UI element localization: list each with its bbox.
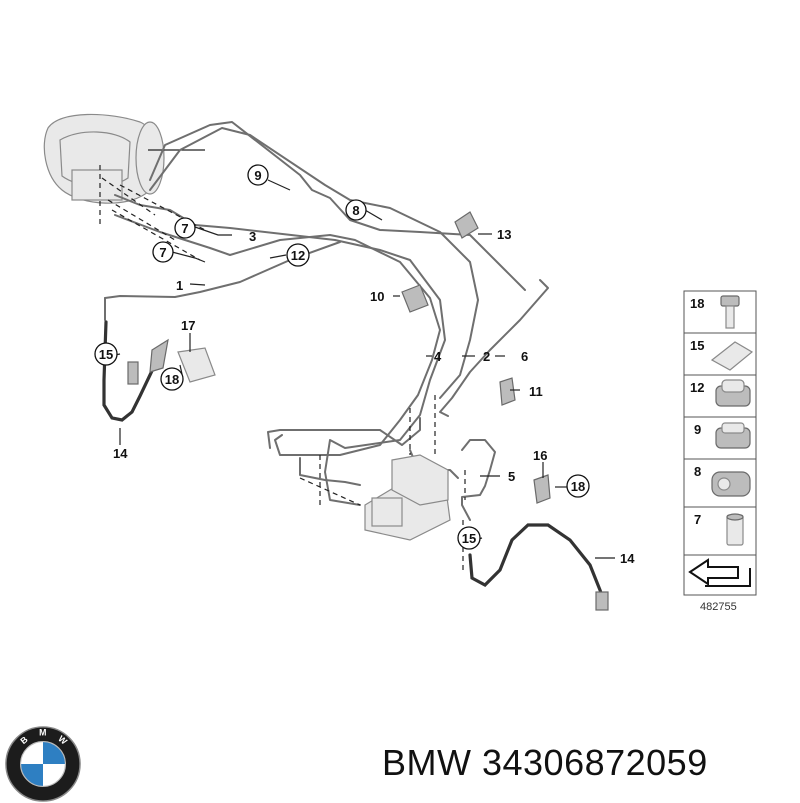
callout-4: 4	[434, 349, 442, 364]
callout-10: 10	[370, 289, 384, 304]
brake-booster	[43, 113, 205, 204]
legend-clip-9-icon	[715, 422, 751, 449]
legend-clip-8-icon	[711, 471, 751, 497]
parts-legend: 18 15 12 9 8 7	[683, 290, 757, 613]
callout-18b: 18	[566, 474, 590, 498]
brake-hose-right	[468, 523, 609, 611]
svg-text:12: 12	[291, 248, 305, 263]
svg-text:B: B	[18, 734, 29, 746]
legend-arrow-icon	[688, 558, 751, 587]
legend-label-15: 15	[690, 338, 704, 353]
callout-14a: 14	[113, 446, 128, 461]
callout-7b: 7	[152, 241, 174, 263]
legend-label-12: 12	[690, 380, 704, 395]
callout-2: 2	[483, 349, 490, 364]
callout-5: 5	[508, 469, 515, 484]
callout-12: 12	[286, 243, 310, 267]
callout-1: 1	[176, 278, 183, 293]
callout-11: 11	[529, 384, 543, 399]
part-number-caption: BMW 34306872059	[382, 742, 708, 783]
svg-text:7: 7	[159, 245, 166, 260]
brake-pipes	[104, 121, 549, 521]
callout-13: 13	[497, 227, 511, 242]
legend-bracket-icon	[710, 341, 754, 371]
svg-text:15: 15	[99, 347, 113, 362]
callout-14b: 14	[620, 551, 635, 566]
legend-label-8: 8	[694, 464, 701, 479]
svg-text:7: 7	[181, 221, 188, 236]
callout-9: 9	[247, 164, 269, 186]
callout-15b: 15	[457, 526, 481, 550]
callout-18a: 18	[160, 367, 184, 391]
svg-text:9: 9	[254, 168, 261, 183]
legend-label-18: 18	[690, 296, 704, 311]
callout-3: 3	[249, 229, 256, 244]
legend-bolt-icon	[720, 295, 740, 329]
abs-unit	[364, 454, 451, 541]
part-11-clip	[499, 377, 516, 406]
svg-text:18: 18	[165, 372, 179, 387]
diagram-image-number: 482755	[700, 601, 737, 613]
part-16-bracket	[533, 474, 551, 504]
callout-17: 17	[181, 318, 195, 333]
callout-16: 16	[533, 448, 547, 463]
assembly-dashes	[99, 165, 466, 572]
svg-text:15: 15	[462, 531, 476, 546]
callout-7a: 7	[174, 217, 196, 239]
part-17-bracket	[177, 347, 216, 383]
legend-label-7: 7	[694, 512, 701, 527]
bmw-logo: B M W	[5, 726, 81, 802]
svg-text:8: 8	[352, 203, 359, 218]
legend-label-9: 9	[694, 422, 701, 437]
callout-6: 6	[521, 349, 528, 364]
callout-15a: 15	[94, 342, 118, 366]
part-10-bracket	[401, 284, 429, 313]
brake-hose-left	[102, 320, 169, 422]
clip-13-part	[454, 211, 479, 239]
legend-clip-12-icon	[715, 379, 751, 407]
callout-8: 8	[345, 199, 367, 221]
legend-nut-icon	[726, 513, 744, 546]
svg-text:M: M	[39, 728, 46, 738]
svg-text:18: 18	[571, 479, 585, 494]
